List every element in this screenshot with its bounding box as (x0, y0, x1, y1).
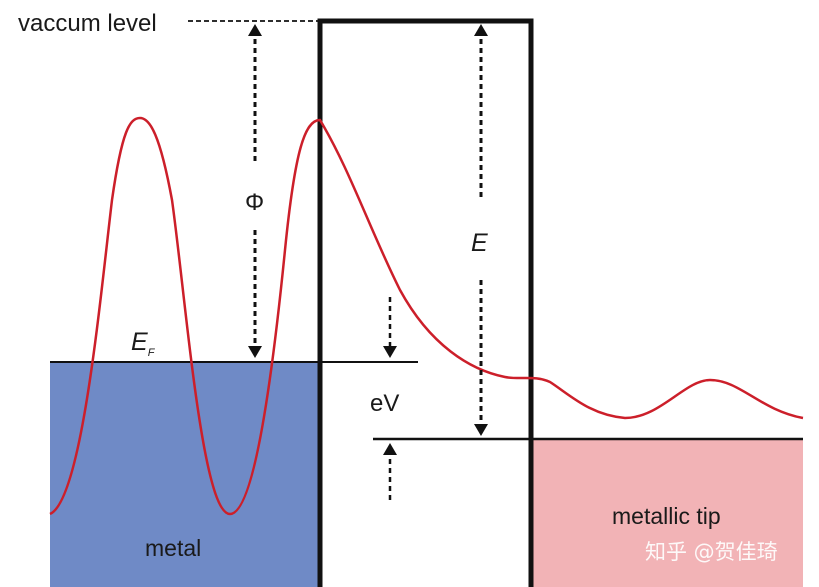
tip-label: metallic tip (612, 503, 721, 529)
fermi-subscript: F (148, 347, 156, 359)
fermi-symbol: E (131, 328, 148, 356)
metal-label: metal (145, 535, 201, 561)
tunnel-barrier (317, 18, 534, 587)
energy-label: E (471, 229, 488, 257)
fermi-level-label: EF (131, 328, 156, 359)
wavefunction-curve (49, 116, 804, 516)
bias-label: eV (370, 390, 399, 417)
vacuum-level-label: vaccum level (18, 10, 157, 37)
metal-region (50, 362, 320, 587)
tip-region (531, 439, 803, 587)
watermark: 知乎 @贺佳琦 (645, 540, 778, 564)
work-function-label: Φ (245, 189, 264, 216)
